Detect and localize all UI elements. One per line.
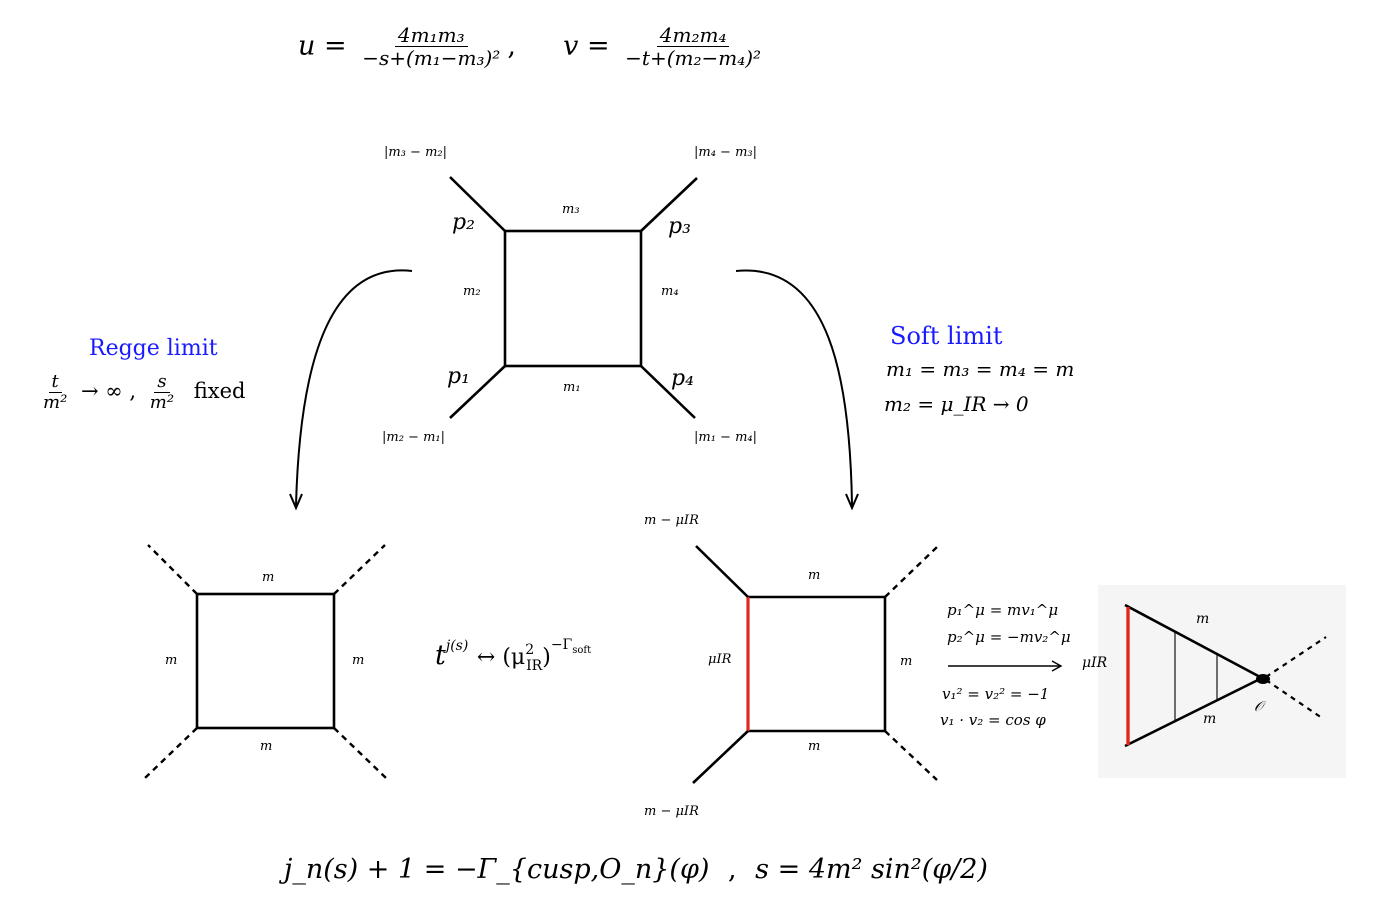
br-mass-left: μIR xyxy=(708,652,732,667)
relation-close: ) xyxy=(542,645,551,670)
arrow-infinity: → ∞ , xyxy=(80,379,137,404)
top-box xyxy=(449,176,698,419)
triangle-lower-edge xyxy=(1124,676,1263,748)
momentum-p4: p₄ xyxy=(671,366,694,391)
soft-title: Soft limit xyxy=(890,322,1003,350)
momentum-p1: p₁ xyxy=(447,364,470,389)
top-box-leg-p3 xyxy=(640,177,698,232)
bottom-left-box xyxy=(144,544,387,779)
corner-mass-bottom-left: |m₂ − m₁| xyxy=(382,430,445,445)
corner-mass-bottom-right: |m₁ − m₄| xyxy=(694,430,757,445)
fixed-word: fixed xyxy=(193,379,246,404)
u-denominator: −s+(m₁−m₃)² xyxy=(362,46,501,70)
v-fraction: 4m₂m₄ −t+(m₂−m₄)² xyxy=(622,24,764,70)
relation-ir: IR xyxy=(526,658,543,675)
br-mass-right: m xyxy=(900,654,913,669)
br-mass-bottom: m xyxy=(808,739,821,754)
triangle-label-left: μIR xyxy=(1082,655,1108,671)
regge-title: Regge limit xyxy=(89,336,218,361)
soft-arrow xyxy=(735,269,853,506)
s-over-m2: s m² xyxy=(147,372,177,413)
u-lhs: u = xyxy=(298,30,347,62)
triangle-out-up xyxy=(1265,636,1327,678)
br-top-leg-mass: m − μIR xyxy=(644,513,699,528)
cusp-triangle xyxy=(1098,585,1346,778)
edge-mass-left: m₂ xyxy=(463,284,481,299)
br-bottom-leg-mass: m − μIR xyxy=(644,804,699,819)
bl-leg-bottom-right xyxy=(333,727,387,779)
bl-mass-bottom: m xyxy=(260,739,273,754)
br-leg-top-right xyxy=(884,546,938,598)
triangle-label-top: m xyxy=(1196,611,1210,627)
edge-mass-bottom: m₁ xyxy=(563,380,581,395)
u-fraction: 4m₁m₃ −s+(m₁−m₃)² xyxy=(359,24,503,70)
br-leg-bottom-right xyxy=(884,730,938,781)
regge-soft-relation: tj(s) ↔ (μ2IR)−Γsoft xyxy=(435,637,592,675)
t-over-m2: t m² xyxy=(40,372,70,413)
relation-js: j(s) xyxy=(445,638,469,654)
kinematics-line-2: p₂^μ = −mv₂^μ xyxy=(947,628,1071,646)
bl-leg-top-right xyxy=(333,544,386,595)
t-denominator: m² xyxy=(43,391,68,413)
s-numerator: s xyxy=(154,372,170,393)
relation-sq: 2 xyxy=(525,642,535,658)
operator-vertex xyxy=(1256,674,1270,684)
top-box-square xyxy=(503,229,643,368)
relation-t: t xyxy=(435,640,446,671)
kinematics-line-4: v₁ · v₂ = cos φ xyxy=(940,711,1046,729)
regge-condition: t m² → ∞ , s m² fixed xyxy=(36,372,246,413)
regge-arrow-head xyxy=(289,493,303,511)
relation-exp: −Γsoft xyxy=(550,637,592,656)
relation-arrow: ↔ (μ xyxy=(476,645,526,670)
triangle-label-bottom: m xyxy=(1203,711,1217,727)
bottom-right-box xyxy=(692,545,938,784)
v-denominator: −t+(m₂−m₄)² xyxy=(625,46,762,70)
bottom-formula: j_n(s) + 1 = −Γ_{cusp,O_n}(φ) , s = 4m² … xyxy=(284,854,988,885)
br-leg-bottom-left xyxy=(692,730,749,784)
t-numerator: t xyxy=(48,372,62,393)
u-numerator: 4m₁m₃ xyxy=(394,24,468,47)
bl-mass-left: m xyxy=(165,653,178,668)
soft-condition-2: m₂ = μ_IR → 0 xyxy=(884,392,1029,416)
top-box-leg-p1 xyxy=(449,365,506,419)
corner-mass-top-right: |m₄ − m₃| xyxy=(694,145,757,160)
soft-arrow-head xyxy=(845,493,859,511)
triangle-bg xyxy=(1098,585,1346,778)
br-leg-top-left xyxy=(695,545,749,598)
momentum-p2: p₂ xyxy=(452,210,475,235)
s-denominator: m² xyxy=(149,391,175,413)
top-box-leg-p2 xyxy=(449,176,506,232)
bl-mass-right: m xyxy=(352,653,365,668)
kinematics-line-1: p₁^μ = mv₁^μ xyxy=(947,601,1059,619)
bottom-formula-lhs: j_n(s) + 1 = −Γ_{cusp,O_n}(φ) xyxy=(284,854,710,885)
kinematics-line-3: v₁² = v₂² = −1 xyxy=(942,685,1050,703)
limit-arrow-head xyxy=(1051,660,1063,672)
v-lhs: v = xyxy=(563,30,610,62)
triangle-upper-edge xyxy=(1124,603,1263,680)
br-mass-top: m xyxy=(808,568,821,583)
regge-arrow xyxy=(295,269,413,506)
momentum-p3: p₃ xyxy=(668,214,691,239)
triangle-out-down xyxy=(1265,679,1323,719)
corner-mass-top-left: |m₃ − m₂| xyxy=(384,145,447,160)
v-numerator: 4m₂m₄ xyxy=(656,24,730,47)
bottom-formula-rhs: s = 4m² sin²(φ/2) xyxy=(755,854,988,885)
soft-condition-1: m₁ = m₃ = m₄ = m xyxy=(886,357,1075,381)
triangle-label-vertex: 𝒪 xyxy=(1254,699,1263,715)
top-box-leg-p4 xyxy=(640,365,696,419)
edge-mass-right: m₄ xyxy=(661,284,679,299)
bl-leg-bottom-left xyxy=(144,727,198,779)
bl-leg-top-left xyxy=(147,544,198,595)
top-formula: u = 4m₁m₃ −s+(m₁−m₃)² , v = 4m₂m₄ −t+(m₂… xyxy=(298,24,768,70)
bottom-left-square xyxy=(195,592,336,730)
bl-mass-top: m xyxy=(262,570,275,585)
edge-mass-top: m₃ xyxy=(562,202,580,217)
